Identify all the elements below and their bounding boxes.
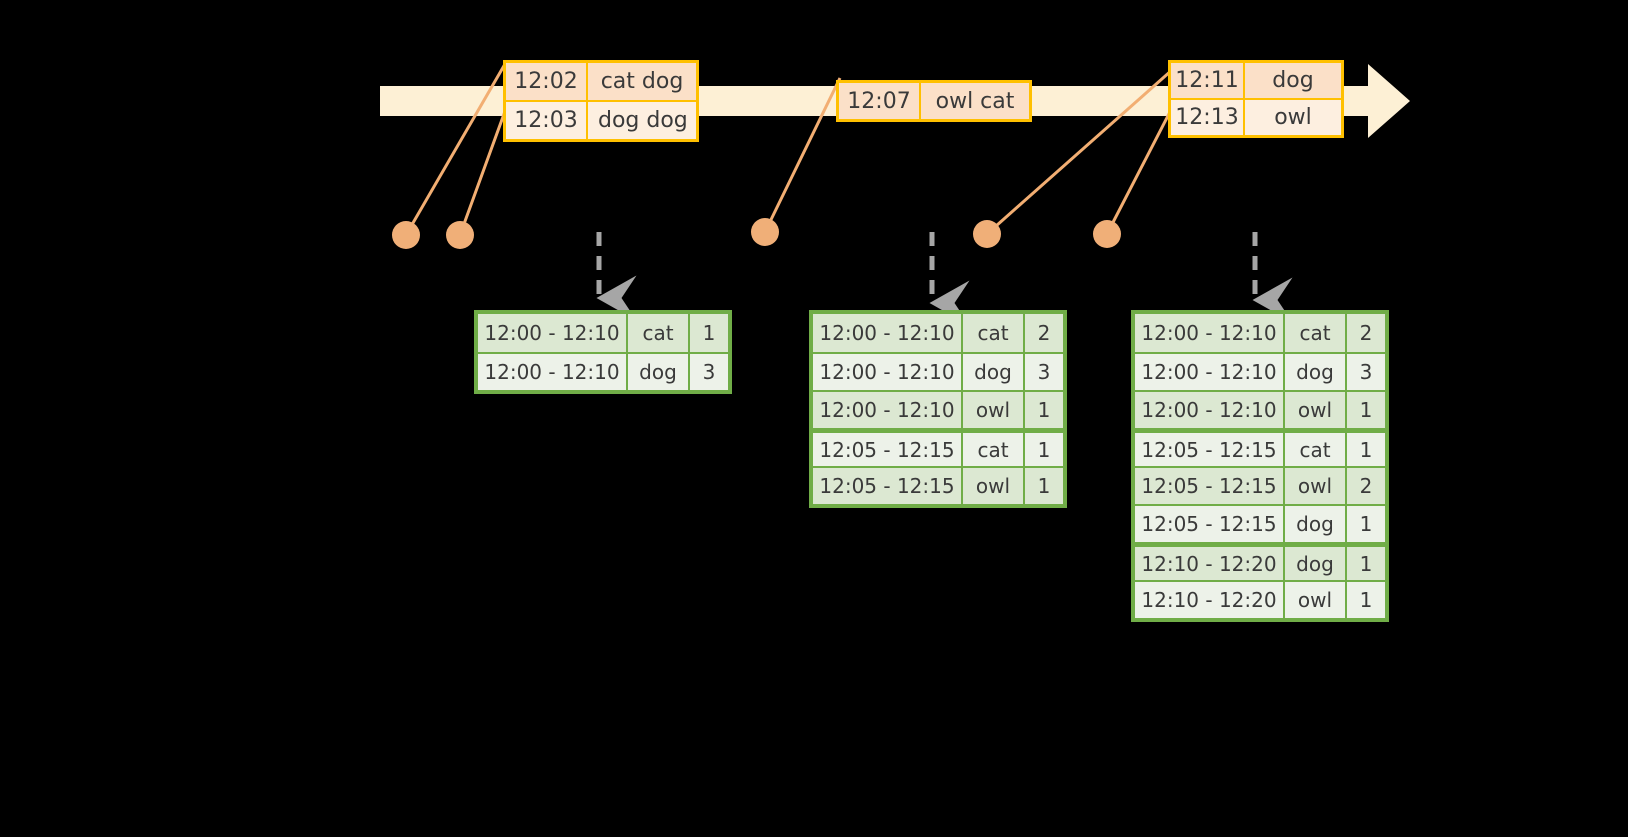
word-cell: dog <box>1285 506 1347 542</box>
event-time: 12:11 <box>1171 63 1245 98</box>
window-cell: 12:00 - 12:10 <box>813 314 963 352</box>
count-cell: 1 <box>1359 588 1373 612</box>
event-box-3[interactable]: 12:11 dog 12:13 owl <box>1168 60 1344 138</box>
word-cell: cat <box>1285 314 1347 352</box>
event-time: 12:02 <box>506 63 588 100</box>
event-time: 12:13 <box>1171 100 1245 135</box>
word-cell: dog <box>1285 354 1347 390</box>
count-cell: 1 <box>1359 512 1373 536</box>
event-value: dog dog <box>598 108 688 133</box>
connector-line-3 <box>763 77 842 233</box>
event-row: 12:03 dog dog <box>506 100 696 139</box>
window-cell: 12:00 - 12:10 <box>1135 314 1285 352</box>
event-time: 12:07 <box>839 83 921 119</box>
trigger-dot-5 <box>1093 220 1121 248</box>
event-row: 12:02 cat dog <box>506 63 696 100</box>
word-cell: cat <box>963 314 1025 352</box>
event-value: owl cat <box>935 88 1015 114</box>
window-cell: 12:00 - 12:10 <box>1135 392 1285 428</box>
window-cell: 12:05 - 12:15 <box>1135 468 1285 504</box>
connector-line-5 <box>1105 107 1174 235</box>
count-cell: 3 <box>1359 360 1373 384</box>
window-cell: 12:00 - 12:10 <box>813 392 963 428</box>
word-cell: cat <box>1285 433 1347 466</box>
event-row: 12:13 owl <box>1171 98 1341 135</box>
window-cell: 12:05 - 12:15 <box>1135 433 1285 466</box>
window-cell: 12:05 - 12:15 <box>1135 506 1285 542</box>
word-cell: owl <box>963 468 1025 504</box>
window-cell: 12:10 - 12:20 <box>1135 547 1285 580</box>
event-value: cat dog <box>600 69 684 94</box>
word-cell: dog <box>628 354 690 390</box>
window-cell: 12:05 - 12:15 <box>813 433 963 466</box>
window-cell: 12:00 - 12:10 <box>478 354 628 390</box>
word-cell: owl <box>963 392 1025 428</box>
event-box-1[interactable]: 12:02 cat dog 12:03 dog dog <box>503 60 699 142</box>
connector-line-1 <box>404 63 507 236</box>
count-cell: 2 <box>1359 321 1373 345</box>
window-cell: 12:10 - 12:20 <box>1135 582 1285 618</box>
window-cell: 12:00 - 12:10 <box>813 354 963 390</box>
word-cell: dog <box>963 354 1025 390</box>
count-cell: 1 <box>1037 398 1051 422</box>
count-cell: 1 <box>702 321 716 345</box>
trigger-dots <box>392 218 1121 249</box>
trigger-dot-1 <box>392 221 420 249</box>
word-cell: cat <box>628 314 690 352</box>
word-cell: owl <box>1285 392 1347 428</box>
word-cell: owl <box>1285 582 1347 618</box>
count-cell: 2 <box>1359 474 1373 498</box>
count-cell: 2 <box>1037 321 1051 345</box>
count-cell: 1 <box>1037 437 1051 462</box>
emit-arrows <box>596 232 1293 326</box>
event-row: 12:11 dog <box>1171 63 1341 98</box>
window-cell: 12:00 - 12:10 <box>1135 354 1285 390</box>
event-time: 12:03 <box>506 102 588 139</box>
word-cell: owl <box>1285 468 1347 504</box>
count-cell: 1 <box>1359 398 1373 422</box>
count-cell: 1 <box>1037 474 1051 498</box>
count-cell: 3 <box>1037 360 1051 384</box>
event-box-2[interactable]: 12:07 owl cat <box>836 80 1032 122</box>
count-cell: 1 <box>1359 551 1373 576</box>
event-value: dog <box>1272 68 1314 93</box>
event-value: owl <box>1274 105 1312 130</box>
window-cell: 12:05 - 12:15 <box>813 468 963 504</box>
trigger-dot-2 <box>446 221 474 249</box>
word-cell: cat <box>963 433 1025 466</box>
count-cell: 3 <box>702 360 716 384</box>
event-row: 12:07 owl cat <box>839 83 1029 119</box>
trigger-dot-4 <box>973 220 1001 248</box>
word-cell: dog <box>1285 547 1347 580</box>
window-cell: 12:00 - 12:10 <box>478 314 628 352</box>
connector-line-2 <box>458 102 510 236</box>
trigger-dot-3 <box>751 218 779 246</box>
count-cell: 1 <box>1359 437 1373 462</box>
